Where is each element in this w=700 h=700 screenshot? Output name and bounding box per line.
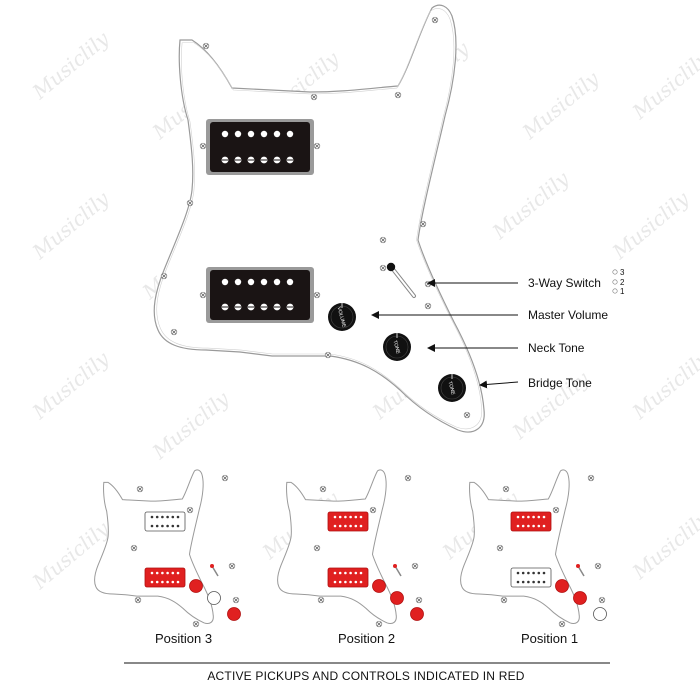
neck-tone-knob: TONE	[383, 333, 411, 361]
mini-screw	[375, 620, 383, 628]
bridge-tone-knob: TONE	[438, 374, 466, 402]
volume-knob: VOLUME	[328, 303, 356, 331]
mini-pickguard	[277, 469, 397, 625]
callout-arrows	[371, 279, 519, 389]
mini-screw	[134, 596, 142, 604]
position-diagrams	[94, 469, 607, 628]
mini-screw	[313, 544, 321, 552]
mini-pickguard	[94, 469, 214, 625]
mini-screw	[130, 544, 138, 552]
mini-switch	[576, 564, 585, 577]
mini-screw	[319, 485, 327, 493]
position-diagram-2	[277, 469, 424, 628]
watermark-logo: Musiclily	[517, 66, 604, 144]
mini-neck-pickup	[327, 511, 369, 532]
mini-screw	[502, 485, 510, 493]
switch-position-3: 3	[620, 268, 625, 277]
mini-screw	[496, 544, 504, 552]
mini-bridge-tone-knob	[410, 607, 424, 621]
watermark-logo: Musiclily	[627, 46, 700, 124]
volume-knob-label: VOLUME	[336, 306, 347, 329]
mini-screw	[186, 506, 194, 514]
mini-screw	[587, 474, 595, 482]
neck-tone-callout-label: Neck Tone	[528, 341, 585, 355]
neck-tone-knob-label: TONE	[392, 340, 402, 356]
watermark-logo: Musiclily	[487, 166, 574, 244]
switch-position-2: 2	[620, 278, 625, 287]
mini-bridge-pickup	[327, 567, 369, 588]
mini-screw	[594, 562, 602, 570]
position-diagram-3	[94, 469, 241, 628]
position-3-label: Position 3	[155, 631, 212, 646]
mini-pickguard	[460, 469, 580, 625]
mini-bridge-pickup	[510, 567, 552, 588]
mini-screw	[228, 562, 236, 570]
mini-switch	[393, 564, 402, 577]
mini-switch	[210, 564, 219, 577]
position-2-label: Position 2	[338, 631, 395, 646]
mini-screw	[221, 474, 229, 482]
mini-neck-pickup	[510, 511, 552, 532]
mini-bridge-tone-knob	[593, 607, 607, 621]
mini-screw	[415, 596, 423, 604]
mini-bridge-pickup	[144, 567, 186, 588]
mini-screw	[317, 596, 325, 604]
watermark-logo: Musiclily	[27, 26, 114, 104]
switch-position-legend: 3 2 1	[612, 268, 625, 296]
watermark-logo: Musiclily	[607, 186, 694, 264]
mini-volume-knob	[189, 579, 203, 593]
mini-screw	[500, 596, 508, 604]
watermark-logo: Musiclily	[627, 346, 700, 424]
switch-position-1: 1	[620, 287, 625, 296]
position-1-label: Position 1	[521, 631, 578, 646]
footer-caption: ACTIVE PICKUPS AND CONTROLS INDICATED IN…	[207, 669, 524, 683]
three-way-switch	[386, 262, 416, 298]
neck-pickup-poles	[221, 130, 294, 164]
bridge-tone-callout-label: Bridge Tone	[528, 376, 592, 390]
main-pickguard: VOLUME TONE TONE	[153, 4, 485, 433]
mini-screw	[232, 596, 240, 604]
mini-bridge-tone-knob	[227, 607, 241, 621]
bridge-tone-knob-label: TONE	[447, 381, 457, 397]
mini-screw	[192, 620, 200, 628]
mini-screw	[558, 620, 566, 628]
mini-neck-pickup	[144, 511, 186, 532]
watermark-logo: Musiclily	[147, 386, 234, 464]
bridge-pickup	[206, 267, 314, 323]
switch-callout-label: 3-Way Switch	[528, 276, 601, 290]
mini-screw	[404, 474, 412, 482]
mini-screw	[136, 485, 144, 493]
watermark-logo: Musiclily	[627, 506, 700, 584]
watermark-logo: Musiclily	[27, 186, 114, 264]
position-diagram-1	[460, 469, 607, 628]
mini-volume-knob	[372, 579, 386, 593]
mini-screw	[552, 506, 560, 514]
mini-screw	[411, 562, 419, 570]
mini-volume-knob	[555, 579, 569, 593]
master-volume-callout-label: Master Volume	[528, 308, 608, 322]
mini-neck-tone-knob	[207, 591, 221, 605]
mini-screw	[598, 596, 606, 604]
mini-neck-tone-knob	[390, 591, 404, 605]
neck-pickup	[206, 119, 314, 175]
mini-neck-tone-knob	[573, 591, 587, 605]
mini-screw	[369, 506, 377, 514]
watermark-logo: Musiclily	[27, 346, 114, 424]
